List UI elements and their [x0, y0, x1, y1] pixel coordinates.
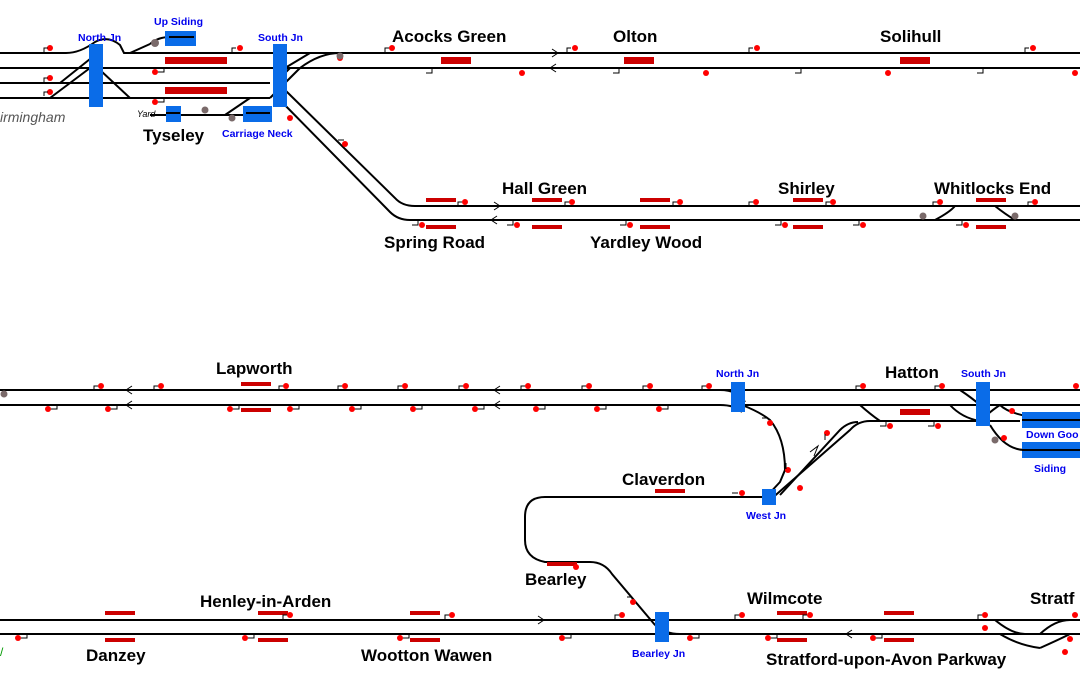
down-goods-label: Down Goo	[1026, 429, 1079, 441]
station-claverdon: Claverdon	[622, 470, 705, 489]
tyseley-south-jn-box[interactable]	[273, 44, 287, 107]
platforms-top	[165, 57, 1006, 229]
hatton-north-jn-label: North Jn	[716, 368, 759, 380]
station-stratford: Stratf	[1030, 589, 1075, 608]
north-warwickshire-tracks	[274, 89, 1080, 221]
tyseley-north-jn-box[interactable]	[89, 44, 103, 107]
station-spring-road: Spring Road	[384, 233, 485, 252]
station-hatton: Hatton	[885, 363, 939, 382]
station-danzey: Danzey	[86, 646, 146, 665]
station-henley-in-arden: Henley-in-Arden	[200, 592, 331, 611]
bearley-jn-box[interactable]	[655, 612, 669, 642]
west-jn-box[interactable]	[762, 489, 776, 505]
bearley-jn-label: Bearley Jn	[632, 648, 685, 660]
station-olton: Olton	[613, 27, 657, 46]
hatton-south-jn-label: South Jn	[961, 368, 1006, 380]
lapworth-hatton-tracks	[0, 389, 1080, 626]
left-edge-marker: /	[0, 645, 4, 659]
tyseley-north-jn-label: North Jn	[78, 32, 121, 44]
birmingham-label: irmingham	[0, 109, 66, 125]
station-hall-green: Hall Green	[502, 179, 587, 198]
station-tyseley: Tyseley	[143, 126, 205, 145]
station-wootton-wawen: Wootton Wawen	[361, 646, 492, 665]
station-yardley-wood: Yardley Wood	[590, 233, 702, 252]
station-solihull: Solihull	[880, 27, 941, 46]
hatton-north-jn-box[interactable]	[731, 382, 745, 412]
station-stratford-parkway: Stratford-upon-Avon Parkway	[766, 650, 1007, 669]
station-shirley: Shirley	[778, 179, 835, 198]
signals-top	[43, 45, 1078, 228]
station-acocks-green: Acocks Green	[392, 27, 506, 46]
tyseley-south-jn-label: South Jn	[258, 32, 303, 44]
up-siding-box[interactable]	[165, 31, 196, 46]
station-lapworth: Lapworth	[216, 359, 293, 378]
station-bearley: Bearley	[525, 570, 587, 589]
siding-label: Siding	[1034, 463, 1066, 475]
signals-bottom	[15, 612, 1078, 655]
station-wilmcote: Wilmcote	[747, 589, 822, 608]
carriage-neck-label: Carriage Neck	[222, 128, 293, 140]
hatton-south-jn-box[interactable]	[976, 382, 990, 426]
up-siding-label: Up Siding	[154, 16, 203, 28]
yard-label: Yard	[137, 109, 156, 119]
station-whitlocks-end: Whitlocks End	[934, 179, 1051, 198]
west-jn-label: West Jn	[746, 510, 786, 522]
bottom-tracks	[0, 619, 1080, 649]
signals-middle	[45, 383, 1079, 605]
main-line-tracks	[0, 36, 1080, 116]
